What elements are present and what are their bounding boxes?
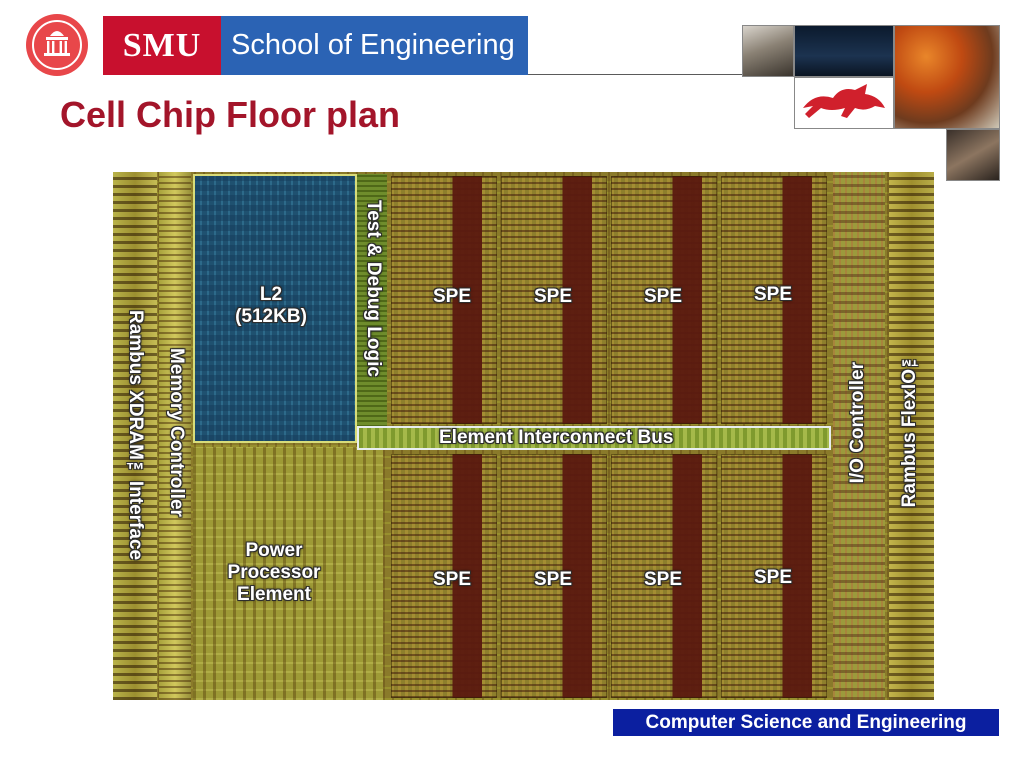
io-controller-region (833, 172, 885, 700)
spe-region (611, 176, 717, 424)
spe-label: SPE (754, 567, 793, 588)
header-divider (528, 74, 742, 75)
ppe-label-line: Element (237, 583, 311, 605)
ppe-label: Power Processor Element (209, 540, 339, 606)
spe-label: SPE (754, 284, 793, 305)
spe-label: SPE (534, 286, 573, 307)
eib-label: Element Interconnect Bus (439, 427, 674, 448)
ppe-label-line: Processor (227, 561, 321, 583)
spe-region (721, 176, 827, 424)
smu-engineering-banner: SMU School of Engineering (103, 16, 528, 75)
spe-region (611, 454, 717, 698)
rambus-xdram-label: Rambus XDRAM™Interface (124, 310, 146, 561)
ppe-label-line: Power (245, 540, 303, 561)
school-of-engineering-wordmark: School of Engineering (221, 16, 528, 75)
rambus-xdram-region (113, 172, 157, 700)
ppe-region (193, 447, 383, 700)
collage-mustang-logo (794, 77, 894, 129)
spe-region (391, 176, 497, 424)
mustang-icon (803, 84, 885, 118)
l2-label: L2 (512KB) (221, 284, 321, 328)
spe-region (501, 176, 607, 424)
footer-department-tag: Computer Science and Engineering (613, 709, 999, 736)
spe-region (501, 454, 607, 698)
collage-photo-campus (894, 25, 1000, 129)
spe-label: SPE (433, 286, 472, 307)
spe-label: SPE (644, 286, 683, 307)
building-icon (32, 20, 82, 70)
spe-region (721, 454, 827, 698)
smu-wordmark: SMU (103, 16, 221, 75)
collage-photo-students (946, 129, 1000, 181)
rambus-flexio-region (889, 172, 934, 700)
l2-cache-region (193, 174, 357, 443)
eib-region (357, 426, 831, 450)
spe-label: SPE (644, 569, 683, 590)
slide-title: Cell Chip Floor plan (60, 94, 400, 135)
rambus-flexio-label: Rambus FlexIO™ (899, 348, 920, 508)
test-debug-region (357, 174, 387, 427)
spe-label: SPE (534, 569, 573, 590)
memory-controller-region (159, 172, 191, 700)
cell-die-photo: Rambus XDRAM™Interface Memory Controller… (113, 172, 934, 700)
spe-region (391, 454, 497, 698)
collage-photo-lab (794, 25, 894, 77)
memory-controller-label: Memory Controller (165, 348, 187, 517)
test-debug-label: Test & Debug Logic (362, 200, 384, 377)
smu-seal-logo (26, 14, 88, 76)
collage-photo-portrait (742, 25, 794, 77)
l2-size: (512KB) (235, 305, 307, 327)
io-controller-label: I/O Controller (847, 362, 868, 484)
l2-title: L2 (259, 284, 283, 305)
spe-label: SPE (433, 569, 472, 590)
